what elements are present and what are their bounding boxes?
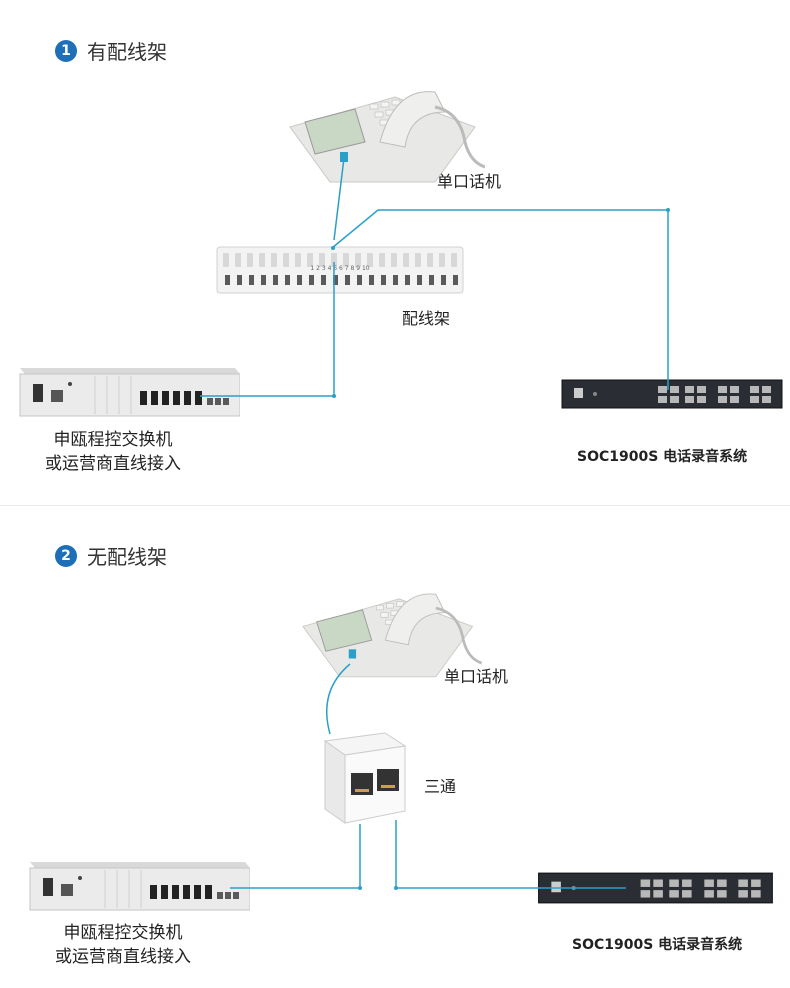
wire-splitter-to-pbx xyxy=(230,824,361,889)
section-number-badge: 1 xyxy=(55,39,77,62)
frame-label: 配线架 xyxy=(402,309,451,328)
phone-label: 单口话机 xyxy=(444,667,509,686)
recorder-icon xyxy=(561,379,783,409)
wiring xyxy=(230,663,626,890)
pbx-label-line1: 申瓯程控交换机 xyxy=(53,430,173,450)
pbx-icon xyxy=(19,368,240,417)
wire-frame-to-recorder xyxy=(331,209,669,390)
section-title: 有配线架 xyxy=(87,40,167,64)
recorder-icon xyxy=(538,872,773,904)
wire-splitter-to-recorder xyxy=(395,820,626,889)
pbx-label: 申瓯程控交换机 或运营商直线接入 xyxy=(45,428,181,476)
splitter-icon xyxy=(323,732,407,824)
section-title: 无配线架 xyxy=(87,545,167,569)
wire-junction xyxy=(331,246,335,250)
pbx-label-line2: 或运营商直线接入 xyxy=(45,454,181,474)
wire-junction xyxy=(666,208,670,212)
section-without-distribution-frame: 2 无配线架 单口话机 三通 xyxy=(0,505,790,988)
pbx-icon xyxy=(29,862,250,911)
splitter-label: 三通 xyxy=(424,777,457,796)
section-with-distribution-frame: 1 有配线架 单口话机 xyxy=(19,36,783,476)
wire-junction xyxy=(358,886,362,890)
recorder-label: SOC1900S 电话录音系统 xyxy=(572,937,743,953)
patch-panel-markings: 1 2 3 4 5 6 7 8 9 10 xyxy=(310,265,369,272)
section-number-badge: 2 xyxy=(55,544,77,567)
pbx-label-line1: 申瓯程控交换机 xyxy=(63,923,183,943)
wire-junction xyxy=(332,394,336,398)
wire-phone-to-frame xyxy=(333,157,345,241)
phone-label: 单口话机 xyxy=(437,172,502,191)
wiring xyxy=(200,157,670,398)
telephone-icon xyxy=(289,91,485,183)
patch-panel-icon: 1 2 3 4 5 6 7 8 9 10 xyxy=(216,246,464,294)
section-header: 1 有配线架 xyxy=(55,36,167,65)
section-header: 2 无配线架 xyxy=(55,541,167,570)
wire-junction xyxy=(394,886,398,890)
pbx-label-line2: 或运营商直线接入 xyxy=(55,947,191,967)
wire-frame-to-pbx xyxy=(200,262,335,397)
telephone-icon xyxy=(302,593,483,678)
wire-phone-to-splitter xyxy=(326,663,351,735)
recorder-label: SOC1900S 电话录音系统 xyxy=(577,449,748,465)
pbx-label: 申瓯程控交换机 或运营商直线接入 xyxy=(55,921,191,969)
